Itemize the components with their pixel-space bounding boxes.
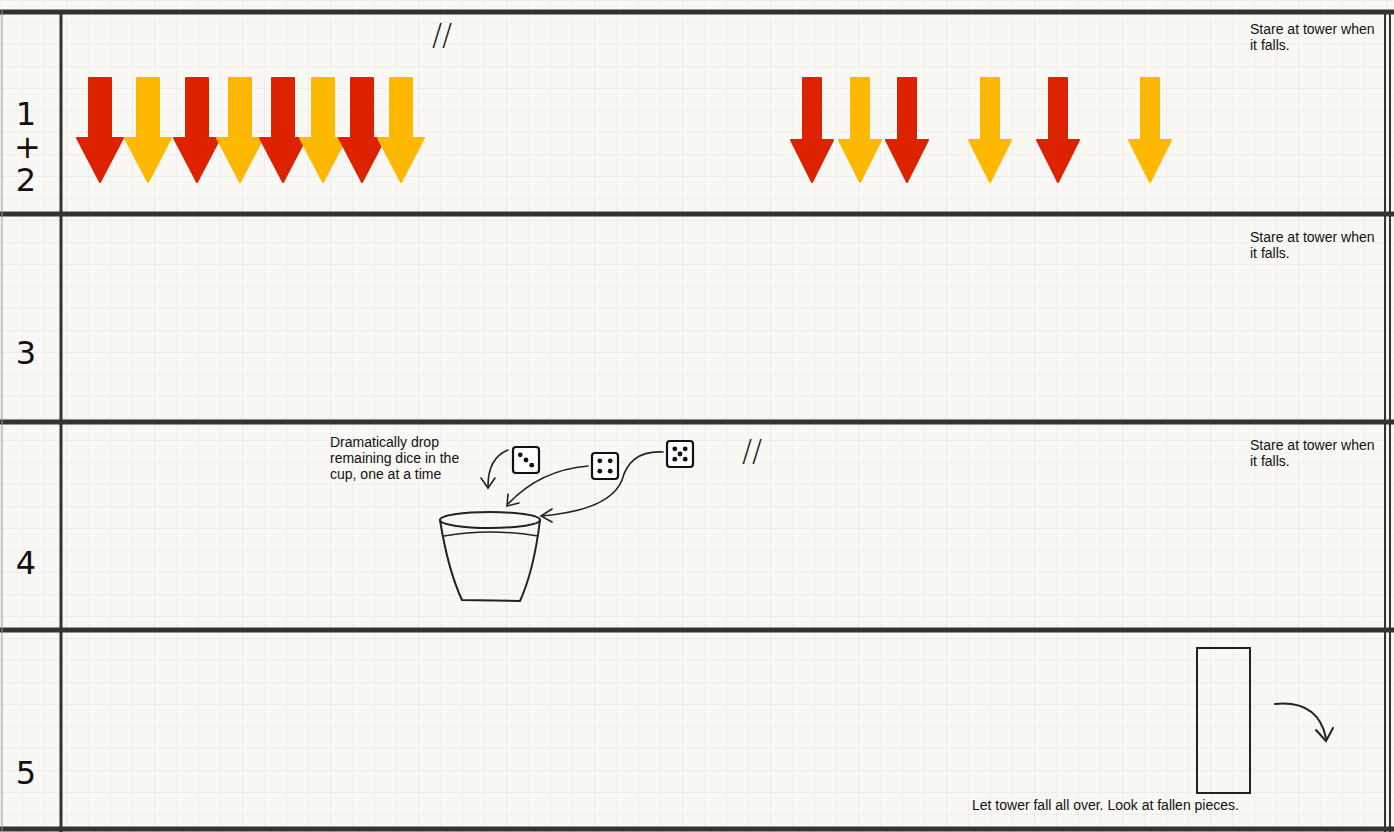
column-divider bbox=[1389, 10, 1391, 832]
row-divider bbox=[0, 212, 1394, 217]
stage-note: Stare at tower when it falls. bbox=[1250, 21, 1382, 53]
die-pip bbox=[529, 463, 534, 468]
drop-arrows bbox=[481, 450, 663, 522]
curved-arrow bbox=[488, 450, 508, 486]
die-face bbox=[592, 453, 618, 479]
die-pip bbox=[683, 457, 688, 462]
beat-arrow bbox=[1037, 78, 1079, 182]
row-number: 5 bbox=[14, 755, 38, 792]
arrow-head bbox=[1316, 728, 1333, 741]
die-face bbox=[513, 447, 539, 473]
die-pip bbox=[518, 452, 523, 457]
cup-body bbox=[440, 520, 540, 601]
stage-note: Let tower fall all over. Look at fallen … bbox=[972, 797, 1332, 813]
tower-block bbox=[1197, 648, 1250, 793]
die-pip bbox=[608, 458, 613, 463]
beat-arrow bbox=[77, 78, 123, 182]
die-face bbox=[667, 441, 693, 467]
beat-arrow bbox=[260, 78, 306, 182]
row-number: 3 bbox=[14, 335, 38, 372]
row-divider bbox=[0, 420, 1394, 425]
stage-note: Stare at tower when it falls. bbox=[1250, 229, 1382, 261]
column-divider bbox=[1384, 10, 1386, 832]
die-pip bbox=[608, 469, 613, 474]
curved-arrow bbox=[542, 452, 663, 516]
pause-mark: // bbox=[432, 18, 472, 53]
beat-arrow bbox=[174, 78, 220, 182]
beat-arrow bbox=[339, 78, 385, 182]
die-pip bbox=[678, 452, 683, 457]
die-sketch bbox=[513, 447, 539, 473]
tower-sketch bbox=[1197, 648, 1333, 793]
row-divider bbox=[0, 827, 1394, 832]
die-pip bbox=[683, 446, 688, 451]
die-sketch bbox=[667, 441, 693, 467]
beat-arrow bbox=[217, 78, 263, 182]
die-pip bbox=[597, 458, 602, 463]
row-number: 1 + 2 bbox=[14, 98, 38, 197]
die-pip bbox=[524, 458, 529, 463]
beat-arrow bbox=[125, 78, 171, 182]
row-number: 4 bbox=[14, 545, 38, 582]
die-pip bbox=[672, 457, 677, 462]
beat-arrow bbox=[886, 78, 928, 182]
beat-arrow bbox=[839, 78, 881, 182]
die-pip bbox=[672, 446, 677, 451]
column-divider bbox=[60, 10, 63, 832]
row-divider bbox=[0, 10, 1394, 15]
arrow-head bbox=[541, 509, 552, 522]
row-divider bbox=[0, 628, 1394, 633]
stage-note: Stare at tower when it falls. bbox=[1250, 437, 1382, 469]
stage-note: Dramatically drop remaining dice in the … bbox=[330, 434, 472, 482]
curved-arrow bbox=[508, 466, 588, 504]
die-sketch bbox=[592, 453, 618, 479]
beat-arrow bbox=[1129, 78, 1171, 182]
dice-group bbox=[513, 441, 693, 479]
cup-sketch bbox=[440, 512, 540, 601]
pause-mark: // bbox=[742, 434, 782, 469]
beat-arrow bbox=[378, 78, 424, 182]
beat-arrow bbox=[791, 78, 833, 182]
arrow-head bbox=[481, 478, 495, 488]
table-frame bbox=[0, 10, 1394, 832]
beat-arrow bbox=[969, 78, 1011, 182]
arrow-head bbox=[507, 494, 519, 506]
cup-band bbox=[444, 532, 538, 536]
beat-arrows bbox=[77, 78, 1171, 182]
die-pip bbox=[597, 469, 602, 474]
beat-arrow bbox=[300, 78, 346, 182]
cup-rim bbox=[440, 512, 540, 528]
column-divider bbox=[2, 10, 3, 832]
